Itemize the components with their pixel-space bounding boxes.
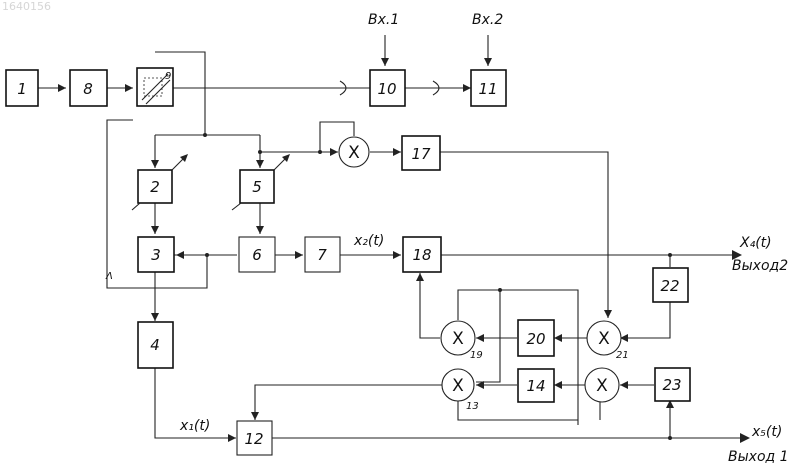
svg-text:X: X bbox=[348, 143, 360, 163]
output-2-label: Выход2 bbox=[732, 258, 788, 274]
block-8: 8 bbox=[70, 70, 107, 106]
block-7: 7 bbox=[305, 237, 340, 272]
block-23: 23 bbox=[655, 368, 690, 401]
svg-text:5: 5 bbox=[252, 178, 262, 196]
block-6: 6 bbox=[239, 237, 275, 272]
block-9: 9 bbox=[137, 68, 173, 106]
svg-text:23: 23 bbox=[662, 376, 681, 394]
multiplier-19: X 19 bbox=[441, 321, 483, 361]
block-10: 10 bbox=[370, 70, 405, 106]
svg-text:10: 10 bbox=[377, 80, 396, 98]
block-20: 20 bbox=[518, 320, 554, 356]
block-12: 12 bbox=[237, 421, 272, 455]
svg-text:12: 12 bbox=[244, 430, 263, 448]
block-14: 14 bbox=[518, 369, 554, 402]
node-a-label: Λ bbox=[105, 271, 113, 282]
signal-x1-label: x₁(t) bbox=[179, 418, 210, 434]
output-1-label: Выход 1 bbox=[728, 449, 789, 465]
svg-text:8: 8 bbox=[83, 80, 93, 98]
svg-text:13: 13 bbox=[466, 401, 479, 412]
block-1: 1 bbox=[6, 70, 38, 106]
corner-id: 1640156 bbox=[2, 0, 51, 13]
svg-text:X: X bbox=[598, 329, 610, 349]
input-1-label: Вх.1 bbox=[368, 12, 399, 28]
svg-text:2: 2 bbox=[150, 178, 160, 196]
svg-text:1: 1 bbox=[17, 80, 27, 98]
svg-text:X: X bbox=[452, 329, 464, 349]
svg-text:6: 6 bbox=[252, 246, 262, 264]
svg-text:14: 14 bbox=[526, 377, 545, 395]
signal-x4-label: X₄(t) bbox=[739, 235, 772, 251]
block-2: 2 bbox=[132, 154, 188, 210]
multiplier-21: X 21 bbox=[587, 321, 629, 361]
block-18: 18 bbox=[403, 237, 441, 272]
svg-text:17: 17 bbox=[411, 145, 431, 163]
signal-x2-label: x₂(t) bbox=[353, 233, 384, 249]
svg-text:7: 7 bbox=[317, 246, 327, 264]
block-11: 11 bbox=[471, 70, 506, 106]
svg-text:22: 22 bbox=[660, 277, 679, 295]
block-22: 22 bbox=[653, 268, 688, 302]
input-2-label: Вх.2 bbox=[472, 12, 503, 28]
svg-text:21: 21 bbox=[616, 350, 629, 361]
svg-text:9: 9 bbox=[165, 71, 171, 82]
svg-text:3: 3 bbox=[151, 246, 161, 264]
svg-text:X: X bbox=[452, 376, 464, 396]
signal-x5-label: x₅(t) bbox=[751, 424, 782, 440]
block-17: 17 bbox=[402, 136, 440, 170]
multiplier-top: X bbox=[339, 137, 369, 167]
svg-text:19: 19 bbox=[470, 350, 483, 361]
block-3: 3 bbox=[138, 237, 174, 272]
svg-text:18: 18 bbox=[412, 246, 431, 264]
svg-text:20: 20 bbox=[526, 330, 545, 348]
svg-text:11: 11 bbox=[478, 80, 497, 98]
multiplier-13: X 13 bbox=[442, 369, 479, 412]
block-4: 4 bbox=[138, 322, 173, 368]
svg-text:4: 4 bbox=[150, 336, 160, 354]
svg-text:X: X bbox=[596, 376, 608, 396]
multiplier-bottom: X bbox=[585, 368, 619, 402]
